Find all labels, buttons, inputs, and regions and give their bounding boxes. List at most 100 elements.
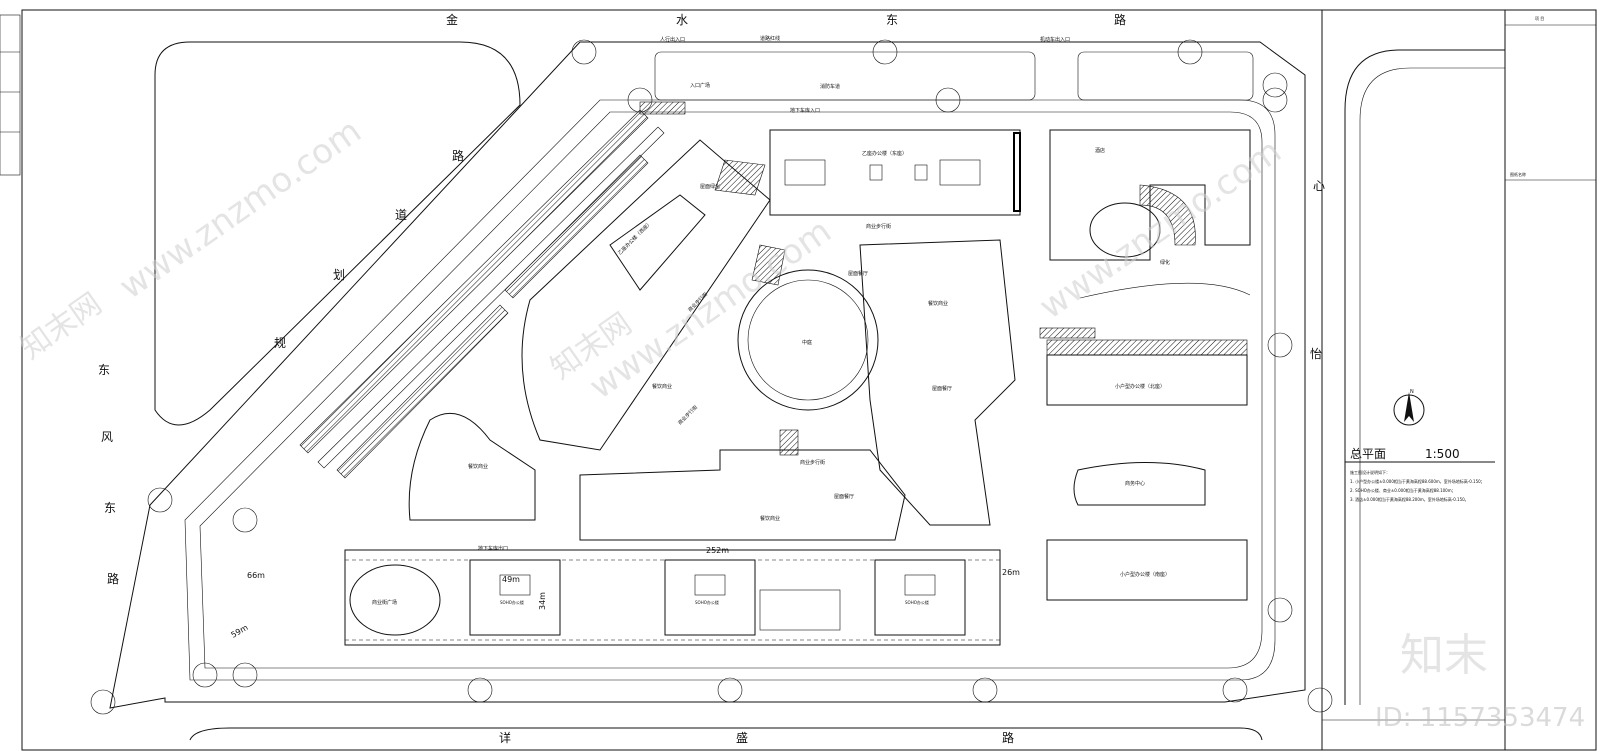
south-road-curb — [189, 727, 1263, 741]
road-south-char-1: 详 — [499, 730, 511, 745]
label-walkway-4: 商业步行街 — [800, 459, 825, 466]
dim-26m: 26m — [1002, 568, 1020, 577]
watermark-id: ID: 1157353474 — [1375, 703, 1585, 733]
survey-markers — [90, 39, 1333, 715]
north-road-strip-1 — [654, 51, 1036, 101]
sheet-scale: 1:500 — [1425, 447, 1460, 461]
west-park-block — [154, 41, 521, 426]
label-roof-restaurant-2: 屋面餐厅 — [932, 385, 952, 392]
label-atrium: 中庭 — [802, 339, 812, 346]
mall-west-wing — [521, 139, 771, 451]
road-north-char-2: 水 — [676, 13, 688, 27]
label-underground-entrance: 地下车库入口 — [790, 107, 820, 114]
road-west-char-1: 东 — [98, 363, 110, 377]
east-bike-rack — [1039, 327, 1096, 339]
parking-strip-2 — [336, 304, 509, 479]
mall-south-wing — [579, 449, 906, 541]
south-plaza-ellipse — [349, 564, 441, 636]
road-north-char-4: 路 — [1114, 12, 1126, 27]
business-center-footprint — [1073, 462, 1206, 506]
watermark-logo: 知末 — [1400, 630, 1488, 681]
small-office-south-footprint — [1046, 539, 1248, 601]
sheet-title: 总平面 — [1350, 447, 1386, 461]
label-underground-exit: 地下车库出口 — [478, 545, 508, 552]
dim-59m: 59m — [230, 623, 250, 640]
label-office-west: 乙座办公楼（西座） — [616, 220, 653, 257]
atrium-stair — [779, 429, 799, 456]
road-east-char-2: 怡 — [1310, 347, 1322, 361]
hotel-fan-stair — [1139, 184, 1196, 246]
dim-34m: 34m — [538, 592, 547, 610]
note-3: 2. SOHO办公楼、商业±0.000相当于黄海高程88.100m； — [1350, 487, 1456, 493]
label-walkway-3: 商业步行街 — [676, 404, 699, 427]
watermark-brand-1: 知末网 — [15, 286, 109, 366]
label-catering-2: 餐饮商业 — [652, 383, 672, 390]
dim-252m: 252m — [706, 546, 729, 555]
road-west-char-4: 路 — [107, 571, 119, 586]
mall-east-wing — [859, 239, 1016, 526]
office-east-footprint — [769, 129, 1021, 216]
label-catering-4: 餐饮商业 — [760, 515, 780, 522]
label-walkway-1: 商业步行街 — [866, 223, 891, 230]
site-boundary — [109, 41, 1306, 709]
road-north-char-1: 金 — [446, 12, 458, 27]
road-south-char-3: 路 — [1002, 730, 1014, 745]
parking-strip-3 — [504, 154, 649, 299]
title-block-project: 项 目 — [1535, 15, 1544, 21]
internal-drive-inner — [199, 111, 1263, 669]
label-soho-3: SOHO办公楼 — [905, 599, 929, 605]
label-motor-entrance: 机动车出入口 — [1040, 36, 1070, 43]
label-soho-1: SOHO办公楼 — [500, 599, 524, 605]
plaza-pavilion — [408, 412, 536, 521]
watermark-site-1: www.znzmo.com — [112, 111, 368, 307]
office-east-wall — [1013, 132, 1021, 212]
label-roof-green: 屋面绿化 — [700, 183, 720, 190]
note-1: 施工图设计说明如下： — [1350, 469, 1390, 475]
label-business-center: 商务中心 — [1125, 480, 1145, 487]
label-road-red-line: 道路红线 — [760, 35, 780, 42]
label-catering-3: 餐饮商业 — [468, 463, 488, 470]
road-diag-char-1: 路 — [452, 148, 464, 163]
hotel-ellipse-hall — [1089, 202, 1161, 258]
north-label: N — [1410, 389, 1414, 395]
central-atrium-outer — [737, 269, 879, 411]
watermark-site-2: www.znzmo.com — [582, 211, 838, 407]
mall-stair-north — [751, 244, 786, 286]
road-diag-char-4: 规 — [274, 335, 286, 350]
dim-49m: 49m — [502, 575, 520, 584]
note-2: 1. 小户型办公楼±0.000相当于黄海高程88.600m，室外场地标高-0.1… — [1350, 478, 1485, 484]
label-fire-road: 消防车道 — [820, 83, 840, 90]
label-small-office-north: 小户型办公楼（北座） — [1115, 383, 1165, 390]
road-east-char-1: 心 — [1313, 179, 1325, 193]
note-4: 3. 酒店±0.000相当于黄海高程88.200m，室外场地标高-0.150。 — [1350, 496, 1469, 502]
label-small-office-south: 小户型办公楼（南座） — [1120, 571, 1170, 578]
central-atrium-inner — [747, 279, 869, 401]
title-block-drawing-name: 图纸名称 — [1510, 171, 1526, 177]
road-south-char-2: 盛 — [736, 730, 748, 745]
label-roof-restaurant-1: 屋面餐厅 — [848, 270, 868, 277]
north-road-strip-2 — [1077, 51, 1254, 101]
road-north-char-3: 东 — [886, 13, 898, 27]
road-west-char-3: 东 — [104, 501, 116, 515]
label-pedestrian-entrance: 人行出入口 — [660, 36, 685, 43]
road-diag-char-3: 划 — [333, 268, 345, 282]
label-soho-2: SOHO办公楼 — [695, 599, 719, 605]
small-office-north-footprint — [1046, 354, 1248, 406]
label-entrance-plaza: 入口广场 — [690, 82, 710, 89]
label-office-east: 乙座办公楼（东座） — [862, 150, 907, 157]
dim-66m: 66m — [247, 571, 265, 580]
soho-2-footprint — [664, 559, 756, 636]
label-catering-1: 餐饮商业 — [928, 300, 948, 307]
parking-strip-1 — [299, 109, 649, 454]
east-road-curb — [1344, 49, 1505, 705]
hotel-footprint — [1049, 129, 1251, 261]
label-roof-restaurant-3: 屋面餐厅 — [834, 493, 854, 500]
road-diag-char-2: 道 — [395, 208, 407, 222]
label-green: 绿化 — [1160, 259, 1170, 266]
label-commercial-plaza: 商业街广场 — [372, 599, 397, 606]
soho-3-footprint — [874, 559, 966, 636]
outer-frame — [21, 9, 1597, 751]
south-strip — [344, 549, 1001, 646]
office-west-footprint — [609, 194, 706, 291]
